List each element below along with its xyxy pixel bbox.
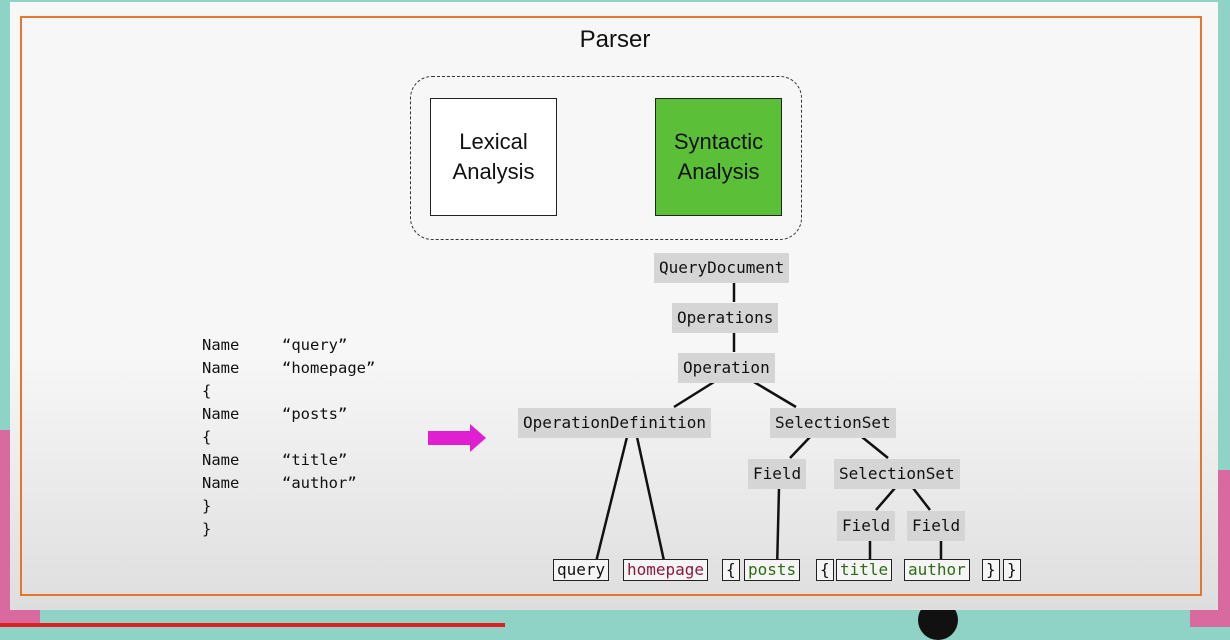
leaf-query: query	[553, 559, 610, 581]
leaf-brace-open-2: {	[816, 559, 834, 581]
parser-title: Parser	[579, 26, 651, 53]
token-value: “title”	[282, 451, 348, 469]
edge	[775, 487, 781, 571]
magenta-arrow-icon	[428, 424, 486, 452]
edge	[753, 380, 797, 409]
edge	[789, 436, 811, 459]
edge	[912, 487, 931, 511]
leaf-homepage: homepage	[623, 559, 709, 581]
token-type: Name	[202, 451, 240, 469]
edge	[635, 436, 668, 571]
tree-edges	[592, 283, 943, 571]
token-type: Name	[202, 359, 240, 377]
leaf-brace-open-1: {	[722, 559, 740, 581]
token-value: “author”	[282, 474, 357, 492]
edge	[875, 487, 896, 511]
lexical-analysis-box: Lexical Analysis	[430, 98, 557, 216]
syntactic-analysis-box: Syntactic Analysis	[655, 98, 782, 216]
token-type: }	[202, 520, 212, 538]
node-operations: Operations	[672, 303, 779, 333]
leaf-posts: posts	[744, 559, 801, 581]
token-type: {	[202, 382, 212, 400]
node-field-author: Field	[907, 511, 966, 541]
node-operation: Operation	[678, 353, 775, 383]
leaf-brace-close-1: }	[982, 559, 1000, 581]
token-type: Name	[202, 336, 240, 354]
slide: Parser Lexical Analysis Syntactic Analys…	[10, 2, 1218, 610]
token-type: }	[202, 497, 212, 515]
leaf-title: title	[836, 559, 893, 581]
leaf-author: author	[904, 559, 970, 581]
node-selection-set: SelectionSet	[770, 408, 896, 438]
token-value: “query”	[282, 336, 348, 354]
edge	[861, 436, 889, 459]
node-field: Field	[748, 459, 807, 489]
node-query-document: QueryDocument	[654, 253, 790, 283]
token-type: {	[202, 428, 212, 446]
leaf-brace-close-2: }	[1003, 559, 1021, 581]
parser-frame	[20, 16, 1202, 596]
token-type: Name	[202, 474, 240, 492]
token-value: “homepage”	[282, 359, 376, 377]
token-type: Name	[202, 405, 240, 423]
token-value: “posts”	[282, 405, 348, 423]
video-progress-bar[interactable]	[0, 623, 505, 627]
node-operation-definition: OperationDefinition	[518, 408, 712, 438]
edge	[673, 380, 715, 409]
node-field-title: Field	[837, 511, 896, 541]
parser-stages-group	[410, 76, 802, 240]
edge	[592, 436, 629, 571]
node-selection-set-inner: SelectionSet	[834, 459, 960, 489]
